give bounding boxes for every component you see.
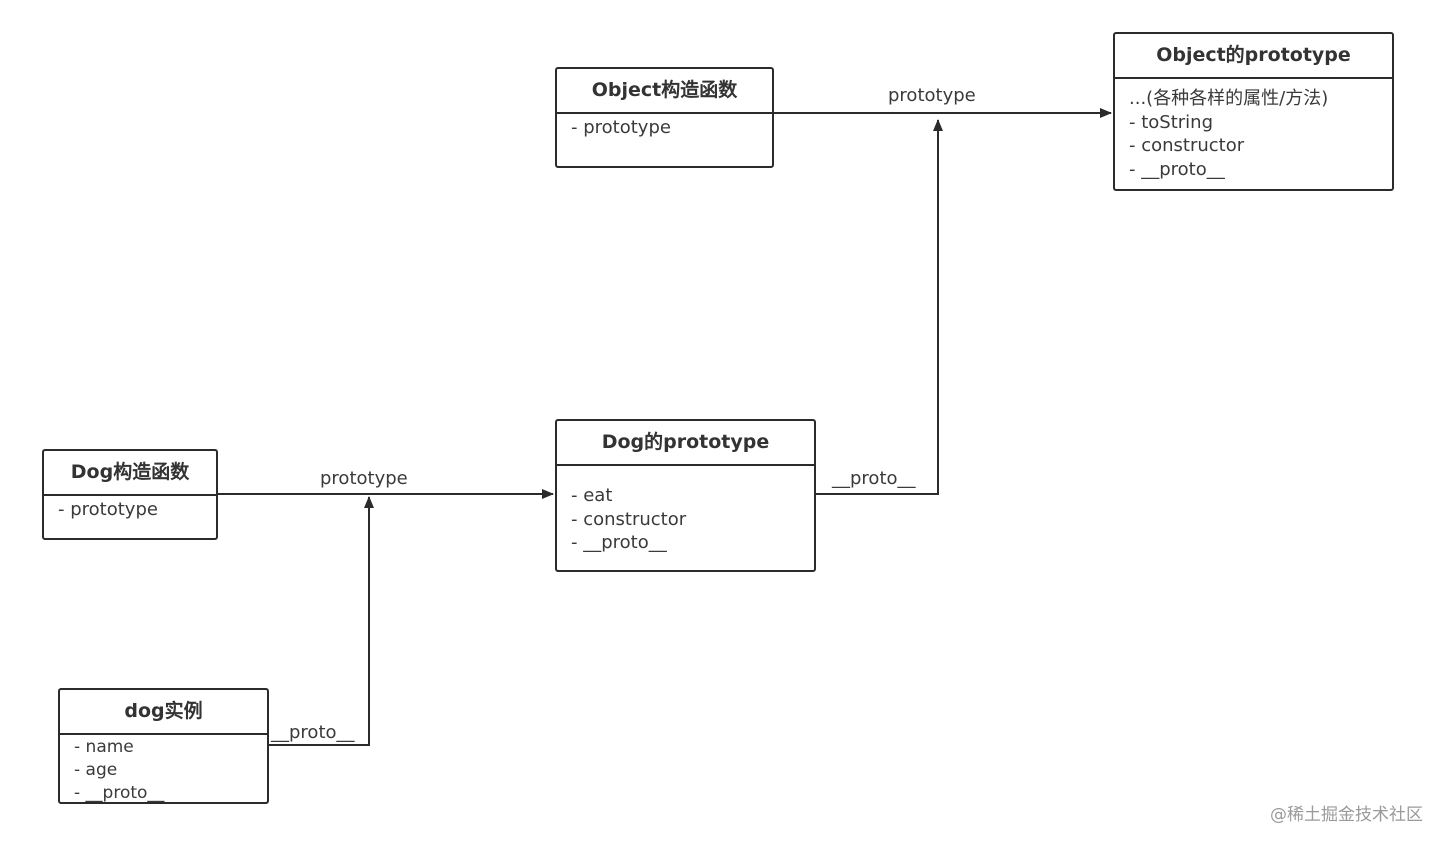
attr-constructor: - constructor — [1129, 135, 1245, 156]
object-prototype-title: Object的prototype — [1115, 34, 1392, 79]
edge-label-dog-prototype: prototype — [320, 468, 408, 489]
dog-instance-attrs: - name - age - __proto__ — [60, 735, 267, 805]
object-prototype-box[interactable]: Object的prototype ...(各种各样的属性/方法) - toStr… — [1113, 32, 1394, 191]
object-constructor-title: Object构造函数 — [557, 69, 772, 114]
attr-prototype: - prototype — [571, 117, 671, 138]
attr-age: - age — [74, 760, 118, 780]
dog-prototype-box[interactable]: Dog的prototype - eat - constructor - __pr… — [555, 419, 816, 572]
attr-proto: - __proto__ — [571, 532, 667, 553]
edge-label-dog-instance-proto: __proto__ — [271, 722, 355, 743]
object-prototype-attrs: ...(各种各样的属性/方法) - toString - constructor… — [1115, 79, 1392, 181]
edge-dog-instance-proto — [267, 496, 374, 746]
dog-prototype-attrs: - eat - constructor - __proto__ — [557, 466, 814, 555]
edge-label-dog-prototype-proto: __proto__ — [832, 468, 916, 489]
edge-dog-prototype-proto — [815, 119, 943, 495]
attr-misc-methods: ...(各种各样的属性/方法) — [1129, 88, 1329, 109]
watermark: @稀土掘金技术社区 — [1270, 805, 1423, 825]
attr-tostring: - toString — [1129, 111, 1214, 133]
dog-instance-title: dog实例 — [60, 690, 267, 735]
attr-constructor: - constructor — [571, 508, 687, 530]
dog-constructor-box[interactable]: Dog构造函数 - prototype — [42, 449, 218, 540]
dog-constructor-title: Dog构造函数 — [44, 451, 216, 496]
attr-prototype: - prototype — [58, 499, 158, 520]
object-constructor-box[interactable]: Object构造函数 - prototype — [555, 67, 774, 168]
dog-prototype-title: Dog的prototype — [557, 421, 814, 466]
dog-instance-box[interactable]: dog实例 - name - age - __proto__ — [58, 688, 269, 804]
object-constructor-attrs: - prototype — [557, 114, 772, 140]
attr-name: - name — [74, 737, 134, 757]
attr-eat: - eat — [571, 485, 613, 506]
edge-label-object-prototype: prototype — [888, 85, 976, 106]
attr-proto: - __proto__ — [1129, 158, 1225, 180]
dog-constructor-attrs: - prototype — [44, 496, 216, 522]
attr-proto: - __proto__ — [74, 783, 165, 803]
